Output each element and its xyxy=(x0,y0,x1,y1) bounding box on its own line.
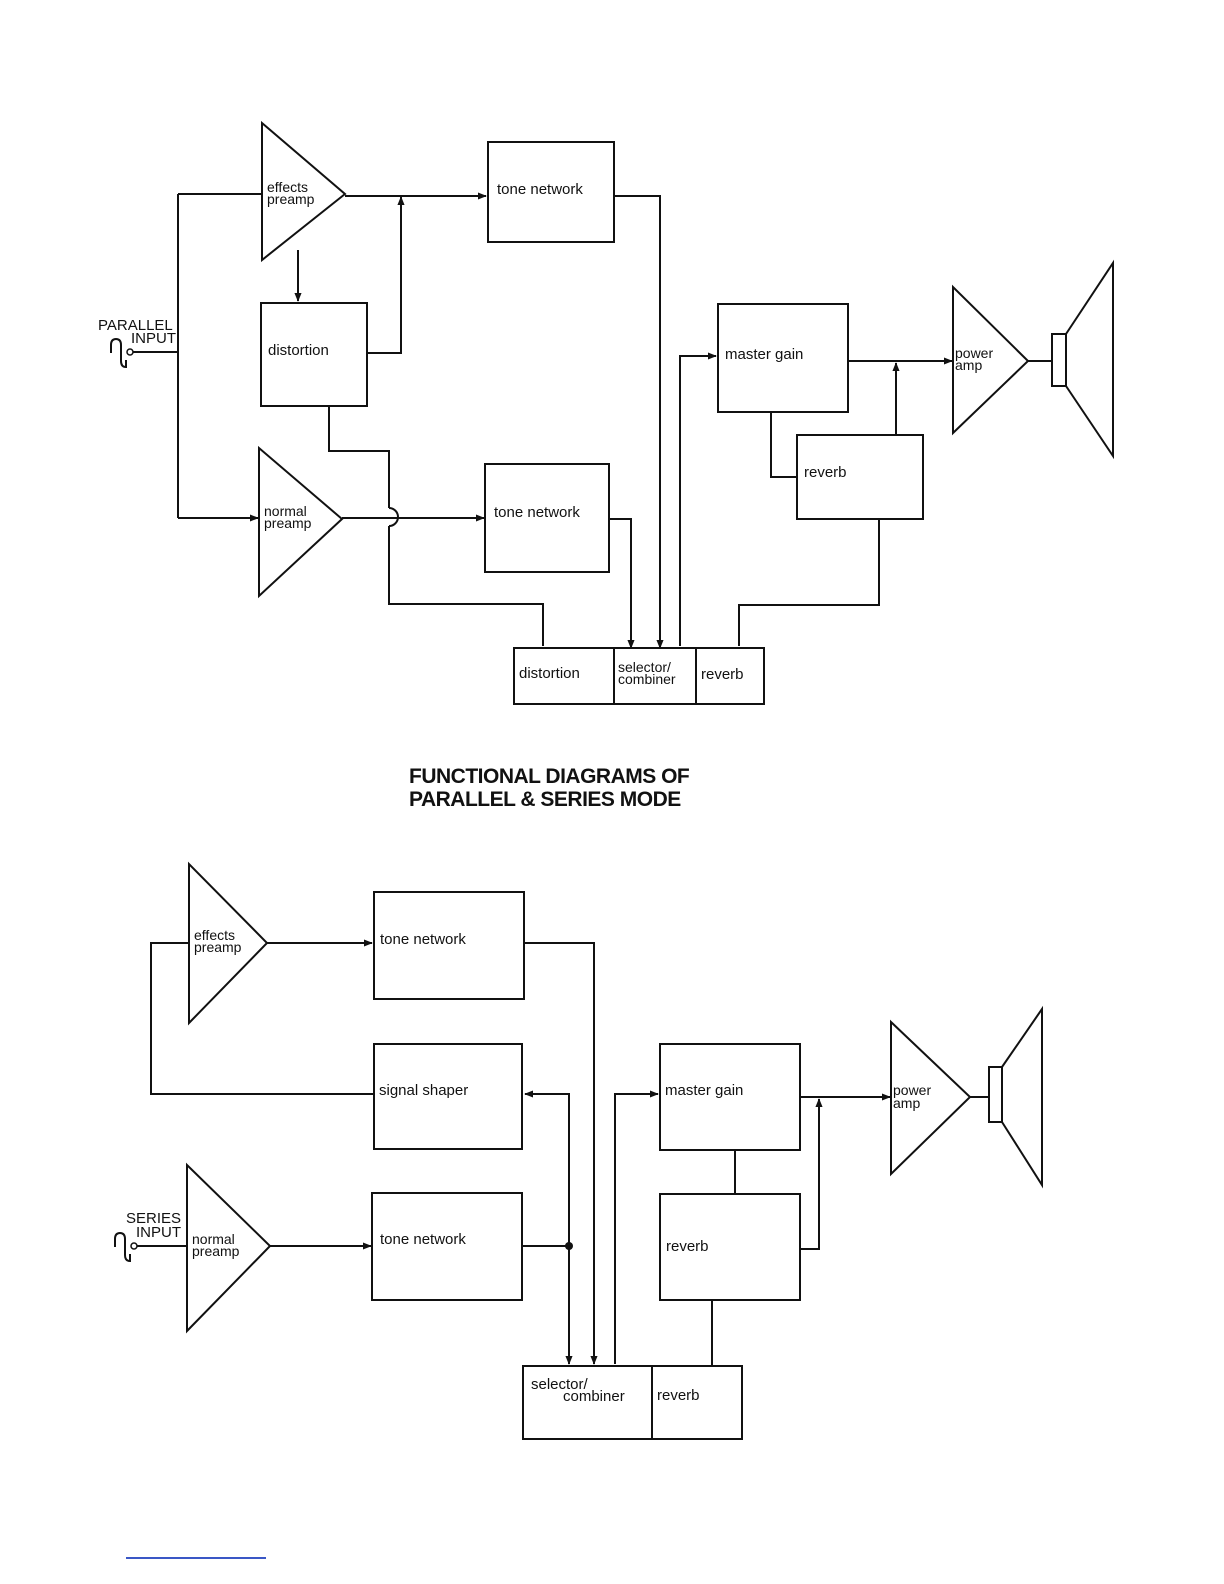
series-tone-network-top-label: tone network xyxy=(380,931,466,948)
parallel-normal-preamp xyxy=(258,445,344,599)
parallel-power-amp xyxy=(952,284,1030,436)
series-normal-preamp-label-2: preamp xyxy=(192,1243,240,1259)
parallel-effects-preamp xyxy=(261,120,347,263)
diagram-title-line-2: PARALLEL & SERIES MODE xyxy=(409,788,681,811)
series-reverb xyxy=(659,1193,801,1301)
series-speaker-icon xyxy=(988,1005,1043,1189)
series-normal-preamp-label: normal xyxy=(192,1231,235,1247)
series-tone-network-bottom-label: tone network xyxy=(380,1231,466,1248)
parallel-power-amp-label: power xyxy=(955,345,993,361)
parallel-input-label: PARALLEL xyxy=(98,317,173,334)
series-reverb-label: reverb xyxy=(666,1238,709,1255)
series-effects-preamp-label: effects xyxy=(194,927,235,943)
series-signal-shaper-label: signal shaper xyxy=(379,1082,468,1099)
parallel-normal-preamp-label: normal xyxy=(264,503,307,519)
parallel-power-amp-label-2: amp xyxy=(955,357,982,373)
series-power-amp xyxy=(890,1019,972,1177)
parallel-distortion-block xyxy=(260,302,368,407)
parallel-tone-network-top xyxy=(487,141,615,243)
series-tone-network-top xyxy=(373,891,525,1000)
parallel-diagram: PARALLEL INPUT effects preamp normal pre… xyxy=(98,120,1114,705)
series-switch-selector-label-2: combiner xyxy=(563,1388,625,1405)
parallel-effects-preamp-label: effects xyxy=(267,179,308,195)
parallel-switch-selector-label: selector/ xyxy=(618,659,671,675)
series-effects-preamp-label-2: preamp xyxy=(194,939,242,955)
series-input-label: SERIES xyxy=(126,1210,181,1227)
series-junction-dot xyxy=(565,1242,573,1250)
parallel-wires xyxy=(133,192,953,649)
series-master-gain xyxy=(659,1043,801,1151)
parallel-input-label-2: INPUT xyxy=(131,330,176,347)
parallel-tone-network-top-label: tone network xyxy=(497,181,583,198)
parallel-input-jack-icon xyxy=(110,337,134,369)
parallel-switch-distortion-label: distortion xyxy=(519,665,580,682)
parallel-effects-preamp-label-2: preamp xyxy=(267,191,315,207)
parallel-speaker-icon xyxy=(1051,259,1114,460)
series-diagram: SERIES INPUT effects preamp normal pream… xyxy=(114,861,1043,1440)
series-effects-preamp xyxy=(188,861,269,1026)
parallel-distortion-label: distortion xyxy=(268,342,329,359)
parallel-reverb-label: reverb xyxy=(804,464,847,481)
series-power-amp-label: power xyxy=(893,1082,931,1098)
series-tone-network-bottom xyxy=(371,1192,523,1301)
series-switch-strip xyxy=(522,1365,743,1440)
parallel-switch-selector-label-2: combiner xyxy=(618,671,676,687)
series-switch-selector-label: selector/ xyxy=(531,1376,589,1393)
series-master-gain-label: master gain xyxy=(665,1082,743,1099)
series-signal-shaper xyxy=(373,1043,523,1150)
parallel-master-gain xyxy=(717,303,849,413)
series-wires xyxy=(133,939,891,1366)
parallel-switch-strip xyxy=(513,647,765,705)
parallel-tone-network-bottom-label: tone network xyxy=(494,504,580,521)
parallel-normal-preamp-label-2: preamp xyxy=(264,515,312,531)
series-input-jack-icon xyxy=(114,1231,138,1263)
series-switch-reverb-label: reverb xyxy=(657,1387,700,1404)
series-power-amp-label-2: amp xyxy=(893,1095,920,1111)
series-input-label-2: INPUT xyxy=(136,1224,181,1241)
parallel-switch-reverb-label: reverb xyxy=(701,666,744,683)
footer-rule xyxy=(126,1557,266,1559)
diagram-title-line-1: FUNCTIONAL DIAGRAMS OF xyxy=(409,765,690,788)
parallel-tone-network-bottom xyxy=(484,463,610,573)
parallel-reverb xyxy=(796,434,924,520)
parallel-master-gain-label: master gain xyxy=(725,346,803,363)
series-normal-preamp xyxy=(186,1162,272,1334)
